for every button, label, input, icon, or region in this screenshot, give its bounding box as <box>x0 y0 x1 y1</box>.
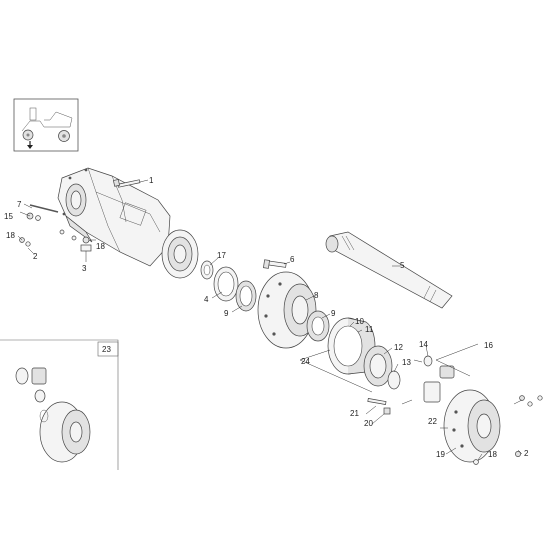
callout-6: 6 <box>290 255 295 264</box>
callout-11: 11 <box>365 325 374 334</box>
callout-18-left: 18 <box>6 231 15 240</box>
callout-13: 13 <box>402 358 411 367</box>
inset-box-part-23 <box>0 339 119 470</box>
callout-9-left: 9 <box>224 309 229 318</box>
callout-14: 14 <box>419 340 428 349</box>
callout-24: 24 <box>301 357 310 366</box>
wheel-hub-part-19 <box>443 389 501 463</box>
carrier-part-12 <box>363 345 393 387</box>
callout-1: 1 <box>149 176 154 185</box>
callout-20: 20 <box>364 419 373 428</box>
axle-housing <box>57 167 199 279</box>
callout-3: 3 <box>82 264 87 273</box>
group-brackets <box>299 343 479 393</box>
callout-21: 21 <box>350 409 359 418</box>
hub-part-8 <box>257 271 317 349</box>
callout-16: 16 <box>484 341 493 350</box>
planet-gears-part-16 <box>423 355 455 403</box>
machine-locator-thumbnail <box>13 98 79 152</box>
seal-part-4 <box>213 266 239 302</box>
callout-9-right: 9 <box>331 309 336 318</box>
fasteners-right <box>473 395 543 465</box>
callout-8: 8 <box>314 291 319 300</box>
callout-18-mid: 18 <box>96 242 105 251</box>
sun-gear-part-22 <box>387 370 401 390</box>
bolt-part-6 <box>263 259 287 269</box>
leader-lines <box>17 203 523 461</box>
callout-4: 4 <box>204 295 209 304</box>
callout-5: 5 <box>400 261 405 270</box>
bearing-part-9-left <box>235 280 257 312</box>
callout-12: 12 <box>394 343 403 352</box>
callout-15: 15 <box>4 212 13 221</box>
bolt-part-1 <box>113 179 141 188</box>
callout-19: 19 <box>436 450 445 459</box>
callout-18-right: 18 <box>488 450 497 459</box>
axle-shaft-part-5 <box>325 231 453 309</box>
callout-2-left: 2 <box>33 252 38 261</box>
ring-part-17 <box>200 260 214 280</box>
callout-7: 7 <box>17 200 22 209</box>
callout-17: 17 <box>217 251 226 260</box>
inset-label-23: 23 <box>102 345 111 354</box>
callout-22: 22 <box>428 417 437 426</box>
callout-10: 10 <box>355 317 364 326</box>
bearing-part-9-right <box>306 310 330 342</box>
bolts-part-20-21 <box>367 398 391 415</box>
callout-2-right: 2 <box>524 449 529 458</box>
drain-plug-part-3 <box>80 236 92 262</box>
